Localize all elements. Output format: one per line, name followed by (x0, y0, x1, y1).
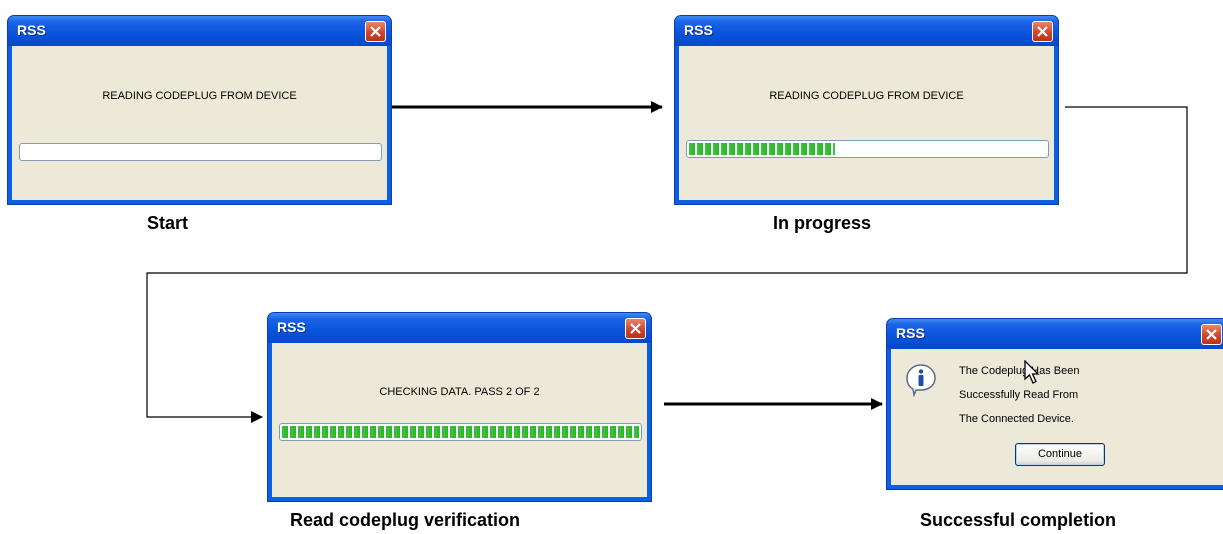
dialog-verification: RSS CHECKING DATA. PASS 2 OF 2 (267, 312, 652, 502)
close-button[interactable] (625, 318, 646, 339)
mouse-cursor-icon (1024, 360, 1040, 384)
titlebar: RSS (887, 319, 1223, 349)
close-icon (1206, 329, 1217, 340)
dialog-title: RSS (684, 22, 713, 38)
connector-progress-to-verification (146, 106, 1188, 423)
progress-fill (282, 426, 639, 438)
dialog-start: RSS READING CODEPLUG FROM DEVICE (7, 15, 392, 205)
progress-bar (279, 423, 642, 441)
dialog-complete: RSS The Codeplug Has Been Successfully R… (886, 318, 1223, 490)
dialog-body: The Codeplug Has Been Successfully Read … (891, 349, 1223, 485)
close-icon (370, 26, 381, 37)
info-icon (906, 364, 936, 397)
dialog-title: RSS (17, 22, 46, 38)
success-message-line: The Connected Device. (959, 413, 1074, 425)
dialog-title: RSS (277, 319, 306, 335)
caption-in-progress: In progress (773, 213, 872, 233)
titlebar: RSS (268, 313, 651, 343)
status-message: READING CODEPLUG FROM DEVICE (769, 90, 964, 102)
progress-fill (689, 143, 835, 155)
success-message-line: Successfully Read From (959, 389, 1079, 401)
close-button[interactable] (365, 21, 386, 42)
caption-verification: Read codeplug verification (290, 510, 521, 530)
success-message: The Codeplug Has Been Successfully Read … (959, 359, 1079, 431)
titlebar: RSS (675, 16, 1058, 46)
dialog-body: READING CODEPLUG FROM DEVICE (12, 46, 387, 200)
close-button[interactable] (1201, 324, 1222, 345)
progress-bar (19, 143, 382, 161)
titlebar: RSS (8, 16, 391, 46)
close-icon (630, 323, 641, 334)
close-icon (1037, 26, 1048, 37)
close-button[interactable] (1032, 21, 1053, 42)
dialog-in-progress: RSS READING CODEPLUG FROM DEVICE (674, 15, 1059, 205)
progress-bar (686, 140, 1049, 158)
dialog-body: CHECKING DATA. PASS 2 OF 2 (272, 343, 647, 497)
continue-button[interactable]: Continue (1015, 443, 1105, 466)
dialog-title: RSS (896, 325, 925, 341)
caption-start: Start (147, 213, 189, 233)
dialog-body: READING CODEPLUG FROM DEVICE (679, 46, 1054, 200)
status-message: CHECKING DATA. PASS 2 OF 2 (379, 386, 540, 398)
status-message: READING CODEPLUG FROM DEVICE (102, 90, 297, 102)
caption-complete: Successful completion (920, 510, 1117, 530)
success-message-line: The Codeplug Has Been (959, 365, 1080, 377)
